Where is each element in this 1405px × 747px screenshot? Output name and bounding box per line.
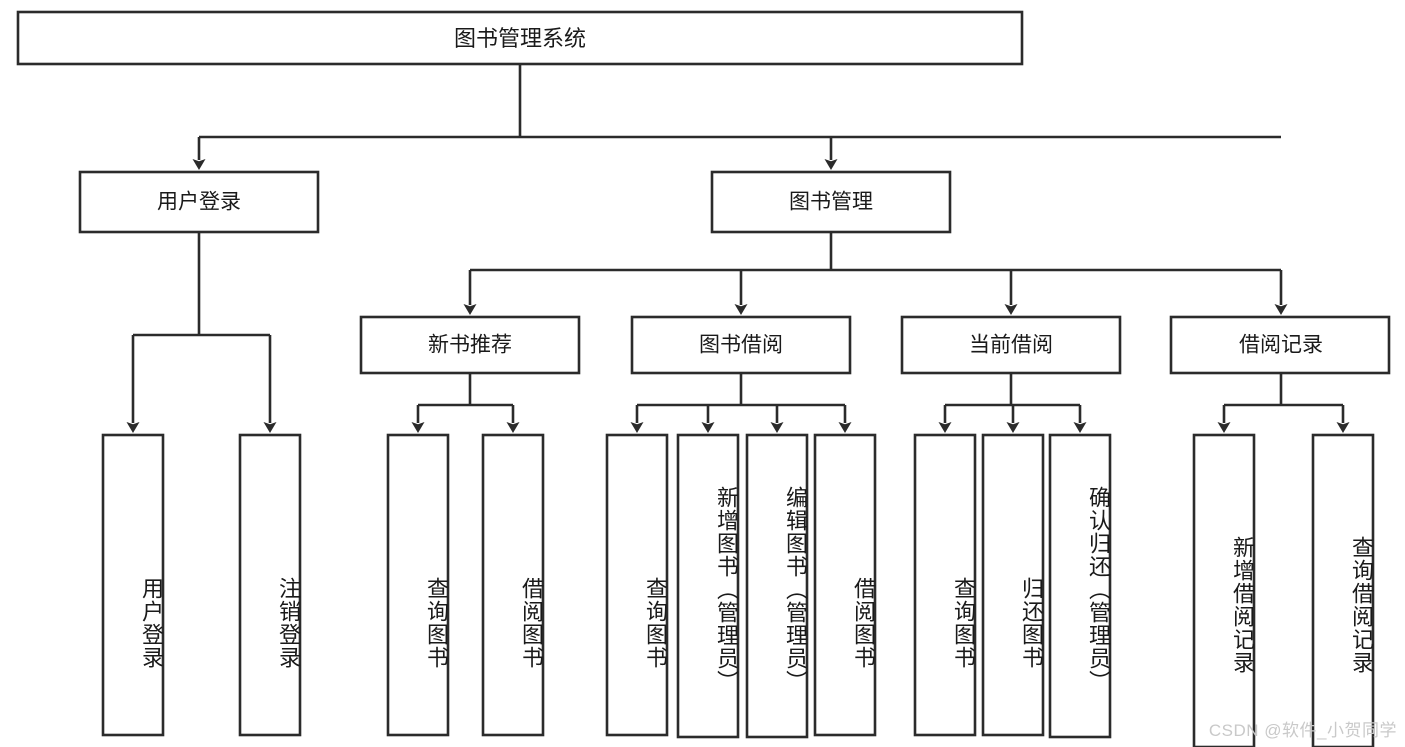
node-root-label: 图书管理系统: [454, 26, 586, 51]
leaf-box[interactable]: [1311, 433, 1375, 747]
node-new-book-recommend[interactable]: 新书推荐: [359, 315, 581, 375]
connector-current-to-leaves: [938, 373, 1087, 433]
leaf-box[interactable]: [386, 433, 450, 737]
node-current-borrow[interactable]: 当前借阅: [900, 315, 1122, 375]
connector-root-to-children: [192, 64, 1281, 170]
leaf-box[interactable]: [981, 433, 1045, 737]
leaf-boxes: [101, 433, 1375, 747]
connector-record-to-leaves: [1217, 373, 1350, 433]
leaf-box[interactable]: [913, 433, 977, 737]
csdn-watermark: CSDN @软件_小贺同学: [1208, 721, 1397, 740]
node-book-borrow[interactable]: 图书借阅: [630, 315, 852, 375]
connector-login-to-leaves: [126, 232, 277, 433]
leaf-box[interactable]: [676, 433, 740, 739]
leaf-box[interactable]: [605, 433, 669, 737]
node-new-book-recommend-label: 新书推荐: [428, 334, 512, 357]
connector-newbook-to-leaves: [411, 373, 520, 433]
leaf-box[interactable]: [1192, 433, 1256, 747]
leaf-box[interactable]: [238, 433, 302, 737]
node-root[interactable]: 图书管理系统: [16, 10, 1024, 66]
node-book-management[interactable]: 图书管理: [710, 170, 952, 234]
node-borrow-record-label: 借阅记录: [1239, 334, 1323, 357]
connector-borrow-to-leaves: [630, 373, 852, 433]
node-user-login[interactable]: 用户登录: [78, 170, 320, 234]
connector-bookmgmt-to-children: [463, 232, 1288, 315]
node-book-management-label: 图书管理: [789, 191, 873, 214]
node-current-borrow-label: 当前借阅: [969, 334, 1053, 357]
node-book-borrow-label: 图书借阅: [699, 334, 783, 357]
leaf-box[interactable]: [1048, 433, 1112, 739]
leaf-box[interactable]: [813, 433, 877, 737]
leaf-box[interactable]: [101, 433, 165, 737]
leaf-box[interactable]: [745, 433, 809, 739]
node-user-login-label: 用户登录: [157, 191, 241, 214]
node-borrow-record[interactable]: 借阅记录: [1169, 315, 1391, 375]
leaf-box[interactable]: [481, 433, 545, 737]
